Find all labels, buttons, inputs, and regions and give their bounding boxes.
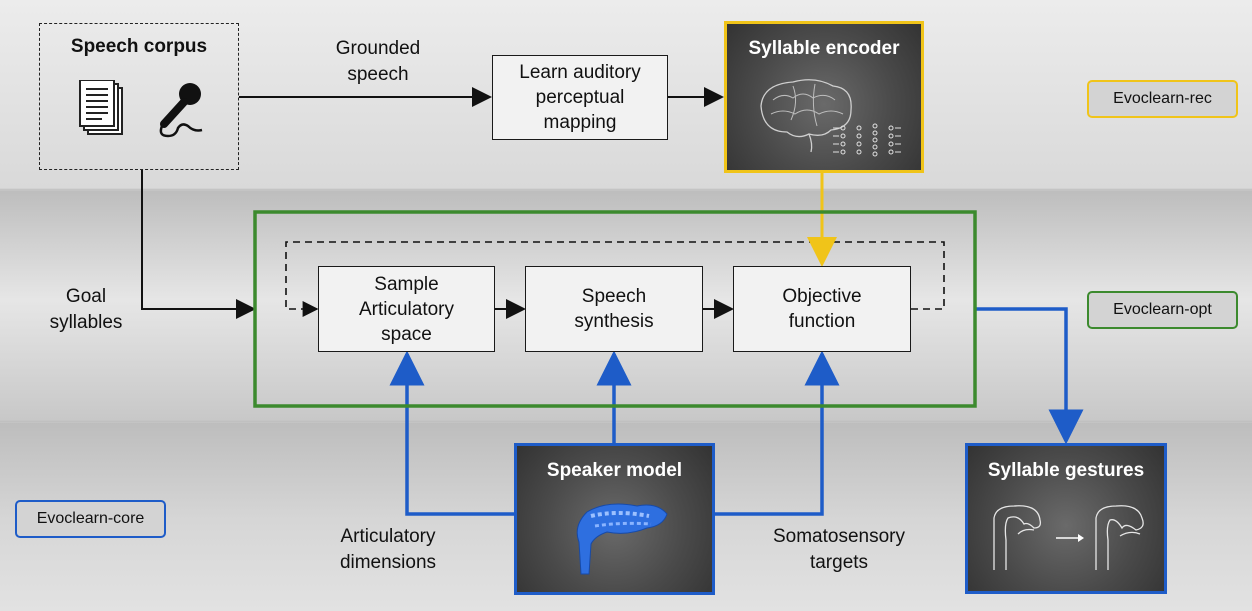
vocal-tract-model-icon — [576, 503, 668, 575]
band-divider — [0, 422, 1252, 423]
vocal-tract-gesture-icon — [993, 505, 1144, 570]
brain-network-icon — [760, 79, 901, 157]
goal-syllables-label: Goal syllables — [49, 286, 123, 333]
syllable-gestures-panel: Syllable gestures — [965, 443, 1167, 594]
speech-corpus-box: Speech corpus — [39, 23, 239, 170]
band-divider — [0, 190, 1252, 191]
microphone-icon — [159, 83, 203, 138]
evoclearn-core-tag: Evoclearn-core — [15, 500, 166, 538]
articulatory-dimensions-label: Articulatory dimensions — [339, 526, 437, 573]
speech-corpus-title: Speech corpus — [70, 36, 208, 57]
speaker-model-title: Speaker model — [546, 460, 683, 481]
syllable-encoder-panel: Syllable encoder — [724, 21, 924, 173]
syllable-encoder-title: Syllable encoder — [748, 38, 900, 59]
somatosensory-targets-label: Somatosensory targets — [772, 526, 905, 573]
sample-articulatory-space-box: Sample Articulatory space — [318, 266, 495, 352]
speaker-model-panel: Speaker model — [514, 443, 715, 595]
speech-synthesis-box: Speech synthesis — [525, 266, 703, 352]
objective-function-box: Objective function — [733, 266, 911, 352]
syllable-gestures-title: Syllable gestures — [987, 460, 1145, 481]
evoclearn-rec-tag: Evoclearn-rec — [1087, 80, 1238, 118]
documents-icon — [79, 80, 123, 135]
grounded-speech-label: Grounded speech — [335, 38, 421, 85]
learn-auditory-mapping-box: Learn auditory perceptual mapping — [492, 55, 668, 140]
evoclearn-opt-tag: Evoclearn-opt — [1087, 291, 1238, 329]
